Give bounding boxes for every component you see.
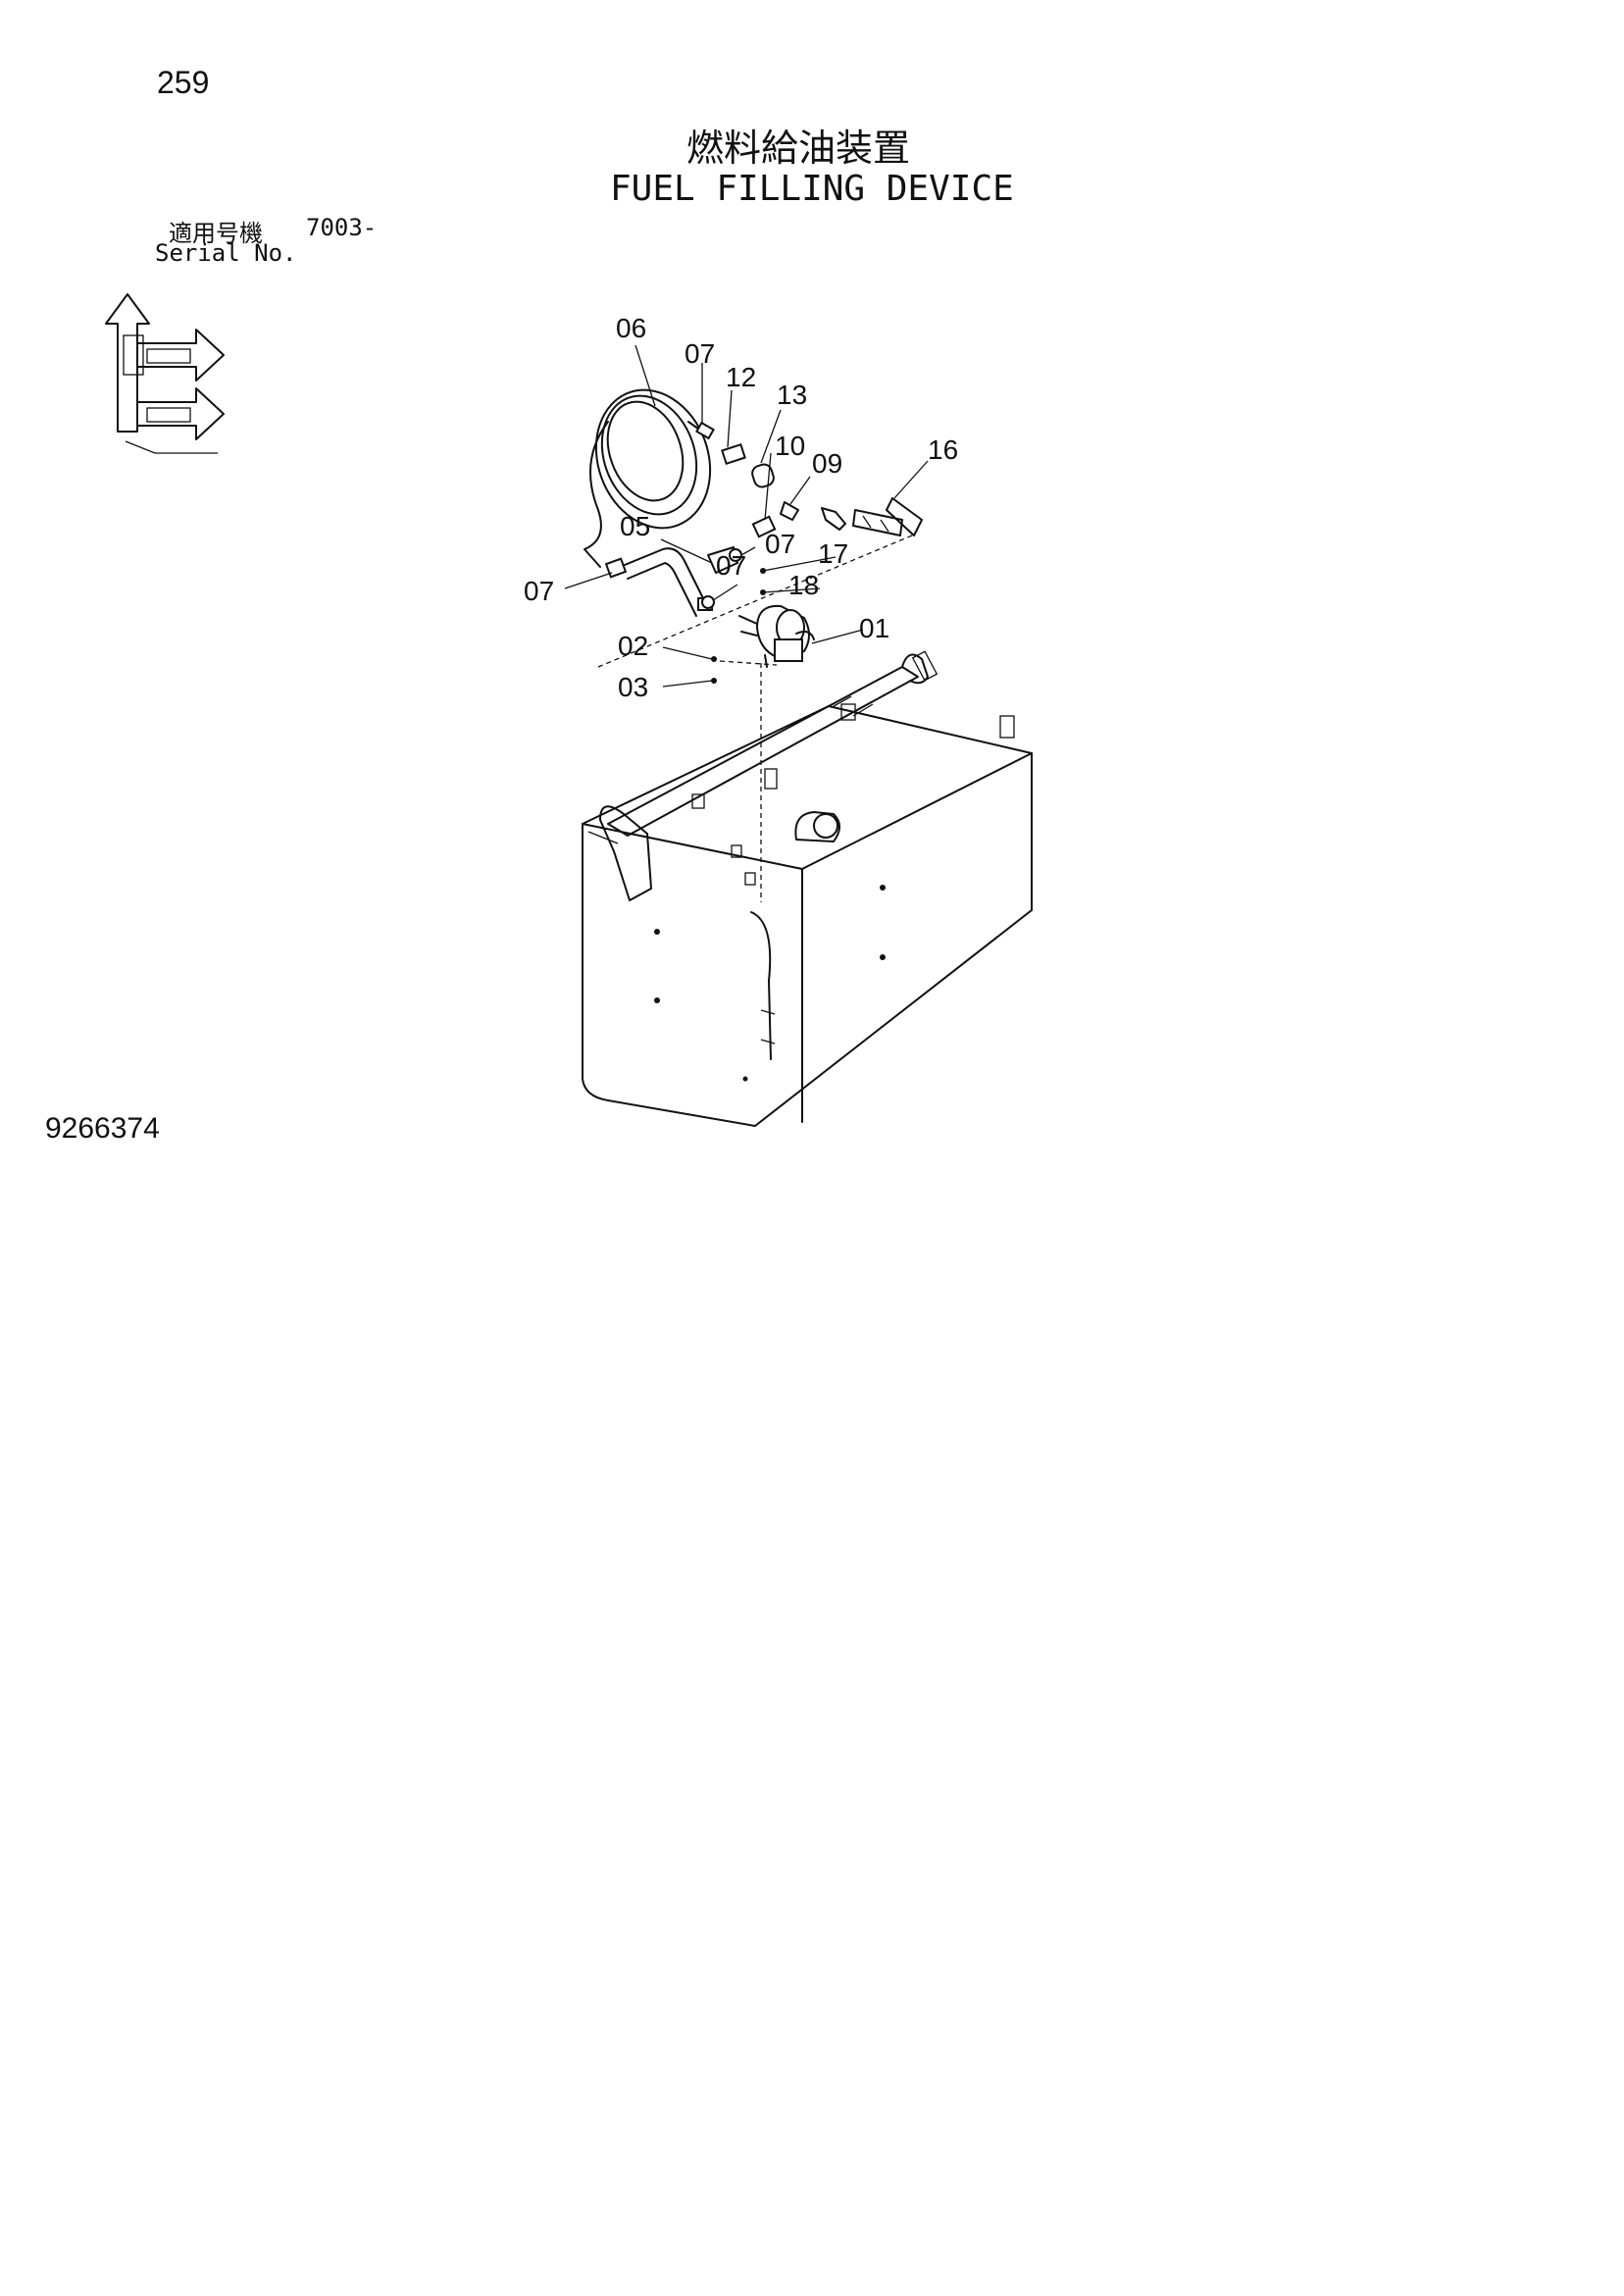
coiled-hose — [584, 388, 715, 568]
callout-01: 01 — [859, 613, 889, 643]
callout-03: 03 — [618, 672, 648, 702]
callout-07: 07 — [716, 550, 746, 581]
callout-13: 13 — [777, 380, 807, 410]
callout-07: 07 — [765, 529, 795, 559]
fuel-tank — [582, 703, 1033, 1127]
serial-value: 7003- — [306, 214, 378, 241]
page-number: 259 — [157, 65, 210, 100]
callout-09: 09 — [812, 448, 842, 479]
serial-label-japanese: 適用号機 — [169, 220, 263, 247]
orientation-arrows-icon — [105, 293, 225, 454]
callout-16: 16 — [928, 434, 958, 465]
bracket-plate — [597, 497, 923, 668]
callout-12: 12 — [726, 362, 756, 392]
callout-10: 10 — [775, 431, 805, 461]
small-fittings — [721, 442, 903, 538]
serial-label: Serial No. — [155, 239, 297, 267]
top-rail-pipe — [607, 650, 939, 837]
callout-17: 17 — [818, 538, 848, 569]
callout-07: 07 — [524, 576, 554, 606]
callout-02: 02 — [618, 631, 648, 661]
page-title: FUEL FILLING DEVICE — [610, 169, 1014, 209]
leader-lines — [564, 344, 929, 902]
callout-05: 05 — [620, 511, 650, 541]
callout-07: 07 — [685, 338, 715, 369]
page-title-japanese: 燃料給油装置 — [686, 127, 911, 170]
callout-labels: 06 07 12 13 10 09 16 05 07 07 17 18 07 0… — [524, 313, 958, 702]
small-hardware — [701, 548, 766, 684]
callout-06: 06 — [616, 313, 646, 343]
drawing-number: 9266374 — [45, 1112, 160, 1145]
callout-18: 18 — [788, 570, 819, 600]
fuel-pump — [738, 604, 815, 668]
